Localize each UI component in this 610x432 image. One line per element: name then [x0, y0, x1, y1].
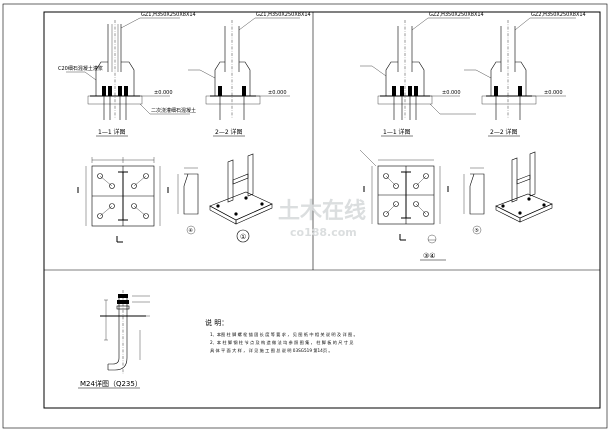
watermark-sub: co188.com	[290, 226, 357, 239]
panel-b: GZ2,H350X250X8X14 ±0.000 1—1 详图 GZ2,H3	[359, 12, 586, 261]
panel-b-plan-circle-label: ③④	[420, 234, 446, 261]
panel-b-section-2-leader: GZ2,H350X250X8X14	[531, 12, 586, 18]
panel-b-elevation-1: ±0.000	[442, 90, 461, 96]
notes-line-1: 1、本图 柱 脚 螺 栓 锚 固 长 度 等 要 求 ， 见 图 纸 中 相 关…	[210, 331, 358, 338]
panel-a-grout-note: 二次浇灌细石混凝土	[151, 107, 196, 114]
panel-a-plan-circle-label: ①	[240, 233, 246, 241]
panel-a-elevation-1: ±0.000	[154, 90, 173, 96]
panel-a-section-1-label: 1—1 详图	[98, 128, 126, 136]
watermark: 土木在线 co188.com	[278, 198, 366, 239]
bolt-detail-title: M24详图（Q235）	[80, 379, 142, 388]
panel-a-section-1-leader: GZ1,H350X250X8X14	[141, 12, 196, 18]
panel-b-plate-label: ⑤	[475, 228, 479, 234]
panel-a-isometric: ①	[209, 153, 273, 243]
panel-b-section-1-leader: GZ2,H350X250X8X14	[429, 12, 484, 18]
panel-b-section-2: GZ2,H350X250X8X14 ±0.000 2—2 详图	[464, 12, 586, 137]
notes-line-2: 2、本 柱 脚 钢 柱 节 点 及 构 造 做 法 均 参 照 图 集 ， 柱 …	[210, 339, 354, 346]
panel-a-section-1: GZ1,H350X250X8X14 C20细石混凝土灌浆 二次浇灌细石混凝土 ±…	[58, 12, 196, 137]
panel-b-stiffener: ⑤	[463, 167, 485, 235]
panel-b-section-2-label: 2—2 详图	[490, 128, 518, 136]
panel-a-elevation-2: ±0.000	[268, 90, 287, 96]
panel-b-elevation-2: ±0.000	[544, 90, 563, 96]
panel-a-section-2-label: 2—2 详图	[215, 128, 243, 136]
panel-a-section-2: GZ1,H350X250X8X14 ±0.000 2—2 详图	[188, 12, 311, 137]
notes-heading: 说 明：	[205, 318, 228, 327]
panel-b-section-1-label: 1—1 详图	[383, 128, 411, 136]
panel-a-rib-note: C20细石混凝土灌浆	[58, 65, 103, 72]
panel-b-isometric	[495, 151, 553, 223]
inner-frame	[43, 11, 601, 409]
notes-line-3: 具 体 平 面 大 样 ， 详 见 施 工 图 总 说 明 03SG519 第1…	[210, 347, 333, 354]
panel-b-section-1: GZ2,H350X250X8X14 ±0.000 1—1 详图	[360, 12, 484, 137]
watermark-brand: 土木在线	[278, 198, 366, 224]
notes-block: 说 明： 1、本图 柱 脚 螺 栓 锚 固 长 度 等 要 求 ， 见 图 纸 …	[205, 318, 358, 354]
bolt-detail: M24详图（Q235）	[78, 290, 150, 389]
panel-a-plate-label: ④	[189, 228, 194, 234]
panel-a-stiffener: ④	[177, 167, 199, 235]
panel-b-plan-view	[359, 149, 449, 241]
panel-a-section-2-leader: GZ1,H350X250X8X14	[256, 12, 311, 18]
panel-a-plan-view	[77, 157, 169, 243]
panel-a: GZ1,H350X250X8X14 C20细石混凝土灌浆 二次浇灌细石混凝土 ±…	[58, 12, 311, 243]
outer-frame	[2, 3, 608, 429]
panel-b-plan-circle-text: ③④	[423, 252, 436, 260]
